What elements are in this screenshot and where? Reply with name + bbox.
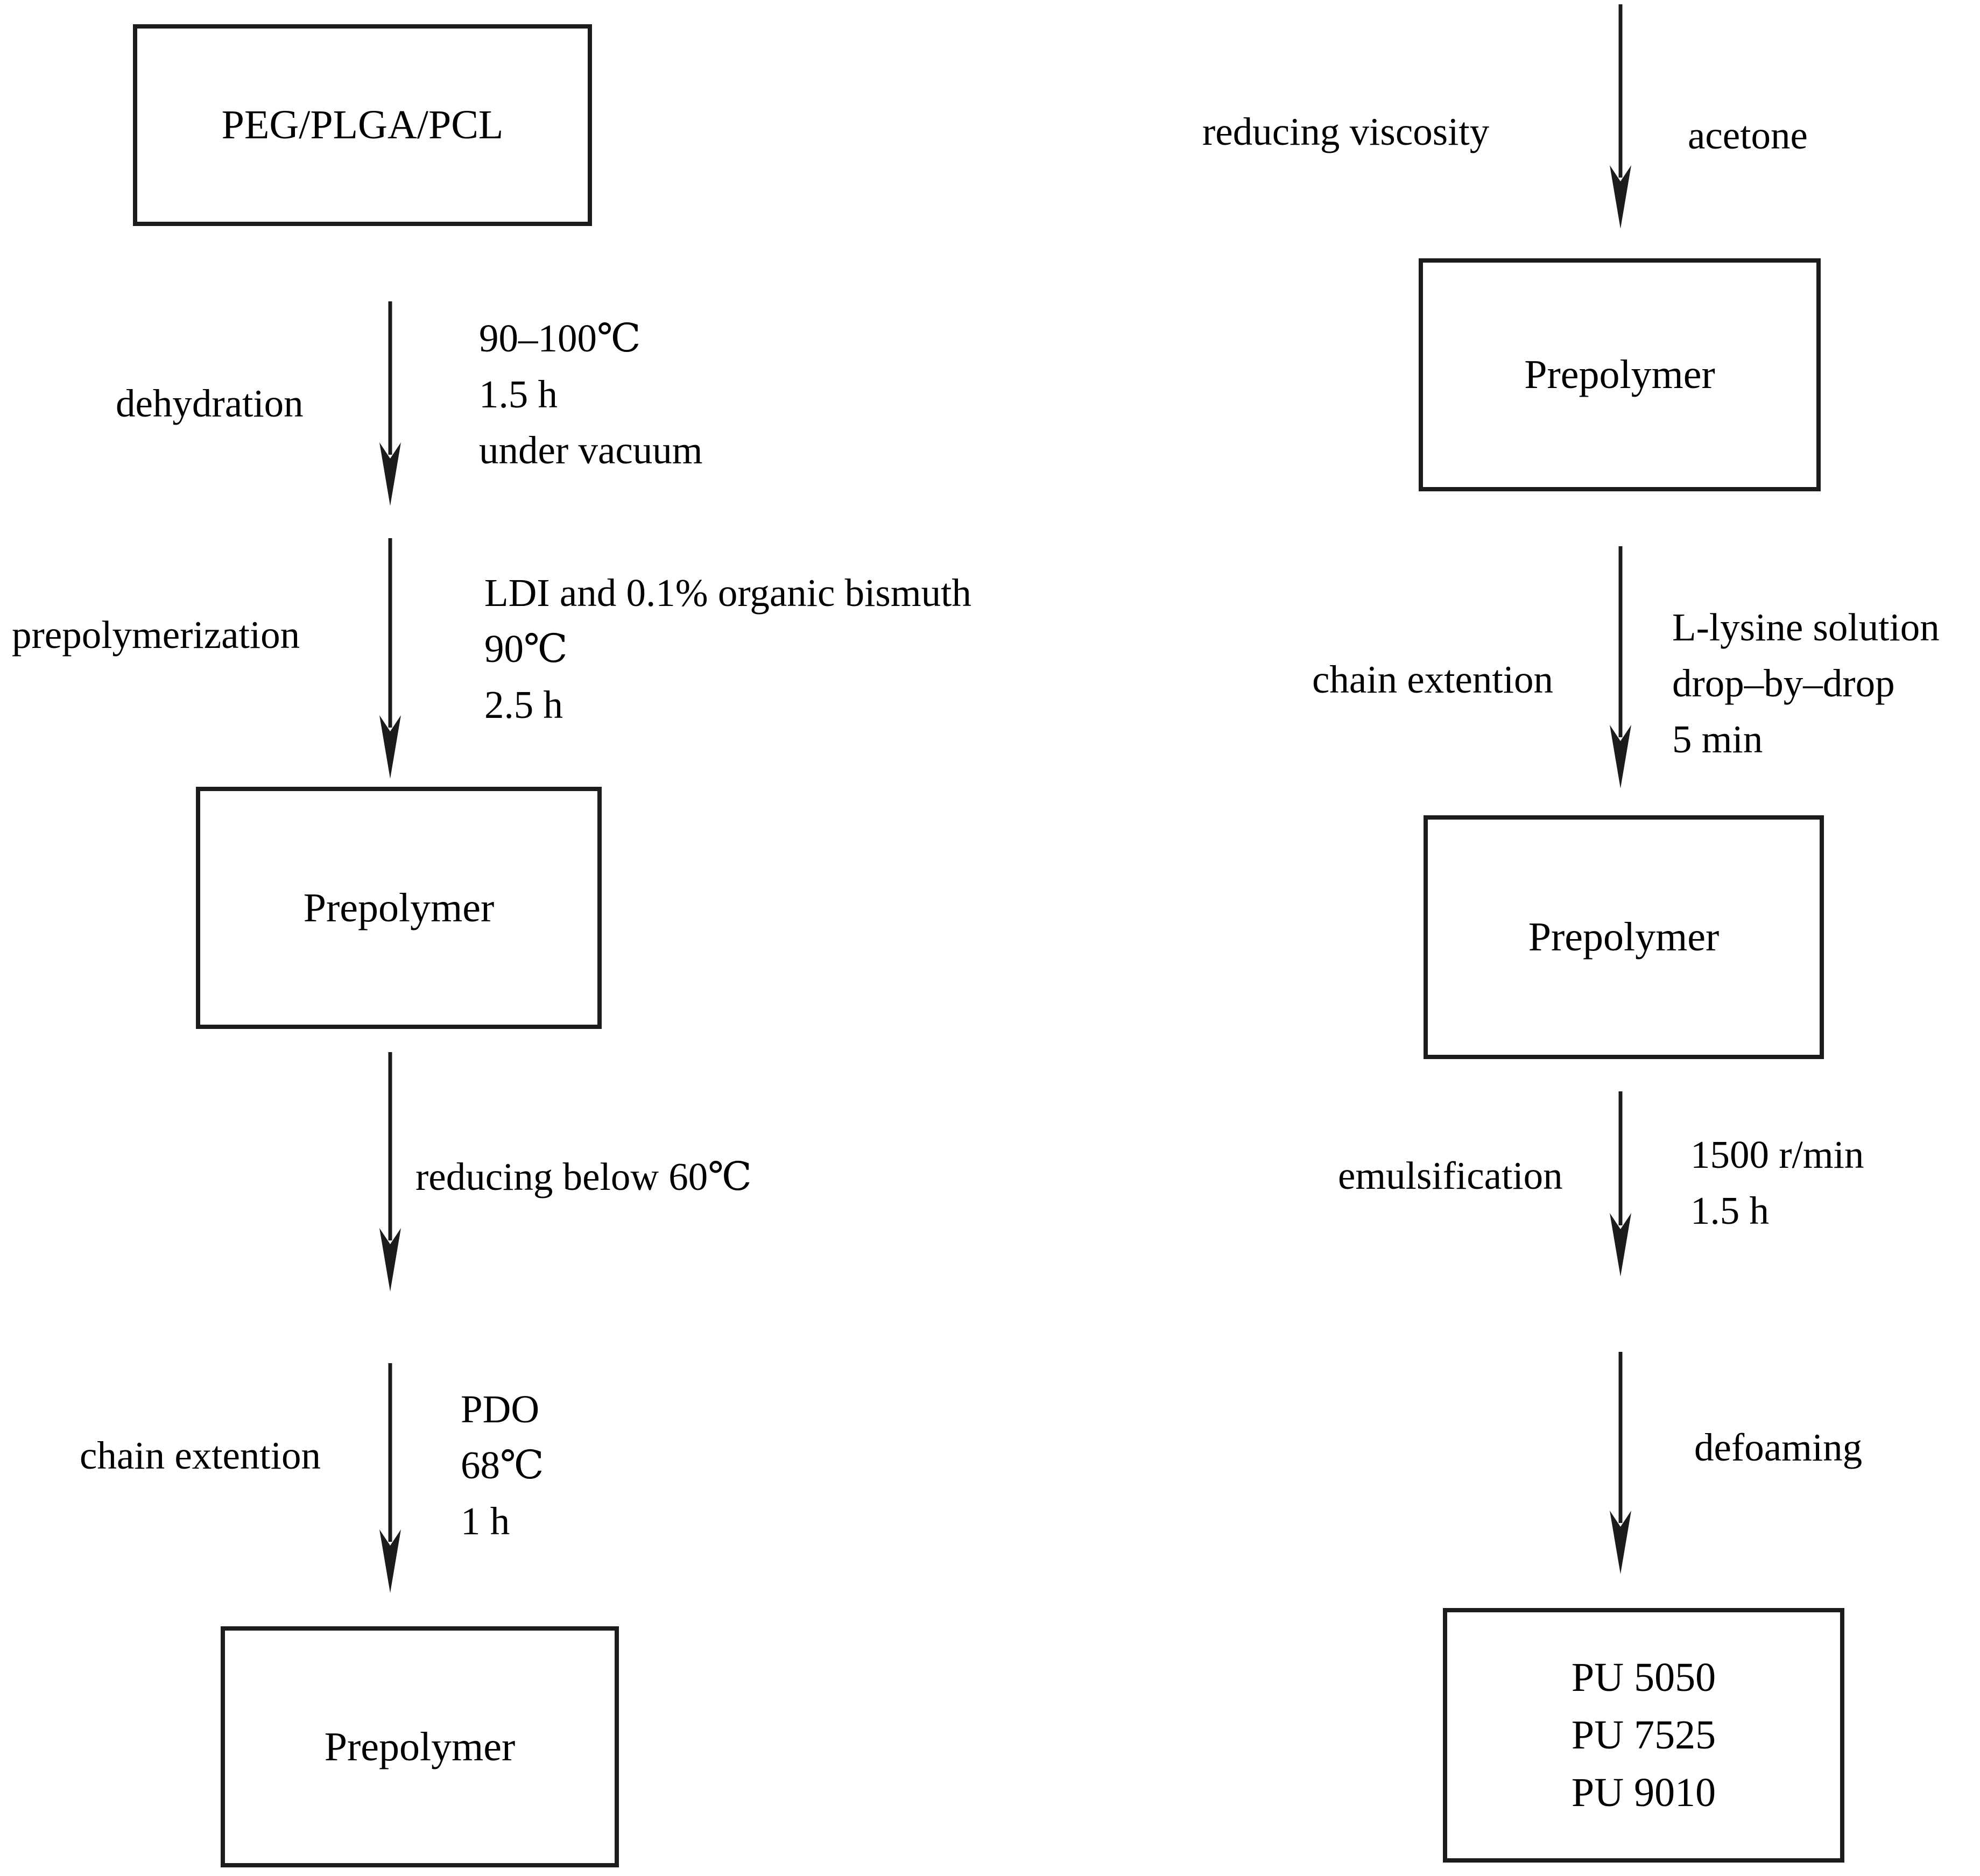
condition-line: PDO [461,1387,540,1431]
flow-arrow-dehydration [378,301,402,506]
flow-arrow-chain-extention-left [378,1363,402,1593]
process-box-prepolymer-right-1: Prepolymer [1419,258,1821,491]
process-box-label: PEG/PLGA/PCL [221,102,504,147]
condition-line: 1 h [461,1499,510,1543]
process-box-label: Prepolymer [1524,352,1715,397]
product-line: PU 5050 [1571,1655,1716,1700]
step-conditions-dehydration: 90–100℃ 1.5 h under vacuum [479,311,703,478]
condition-line: under vacuum [479,428,703,472]
process-box-label: PU 5050 PU 7525 PU 9010 [1572,1649,1716,1822]
condition-line: 68℃ [461,1443,544,1487]
process-box-label: Prepolymer [303,885,495,930]
condition-line: 1.5 h [479,372,558,416]
flow-arrow-emulsification [1609,1091,1632,1276]
step-conditions-reducing-temperature: reducing below 60℃ [415,1149,752,1205]
condition-line: 2.5 h [484,683,563,727]
flow-arrow-reducing-viscosity [1609,4,1632,229]
condition-line: reducing below 60℃ [415,1155,752,1198]
step-label-chain-extention-left: chain extention [80,1434,321,1477]
step-label-chain-extention-right: chain extention [1312,658,1553,701]
step-label-reducing-viscosity: reducing viscosity [1202,110,1490,153]
condition-line: drop–by–drop [1672,661,1895,705]
condition-line: 1500 r/min [1690,1133,1864,1176]
step-conditions-prepolymerization: LDI and 0.1% organic bismuth 90℃ 2.5 h [484,565,971,733]
condition-line: L-lysine solution [1672,605,1940,649]
condition-line: defoaming [1694,1426,1863,1469]
flow-arrow-defoaming [1609,1352,1632,1574]
process-box-pu-products: PU 5050 PU 7525 PU 9010 [1443,1608,1844,1863]
process-box-prepolymer-left-1: Prepolymer [196,787,602,1029]
step-conditions-defoaming: defoaming [1694,1420,1862,1476]
flow-arrow-reducing-temperature [378,1052,402,1292]
process-box-peg-plga-pcl: PEG/PLGA/PCL [133,24,592,226]
process-box-label: Prepolymer [1528,914,1720,960]
condition-line: 1.5 h [1690,1189,1769,1232]
step-label-dehydration: dehydration [116,382,304,425]
product-line: PU 7525 [1571,1712,1716,1758]
condition-line: 90℃ [484,627,568,671]
flow-arrow-chain-extention-right [1609,546,1632,788]
step-conditions-chain-extention-left: PDO 68℃ 1 h [461,1381,544,1549]
flow-arrow-prepolymerization [378,538,402,779]
condition-line: 5 min [1672,717,1763,761]
step-label-prepolymerization: prepolymerization [12,613,300,657]
condition-line: LDI and 0.1% organic bismuth [484,571,971,615]
process-box-prepolymer-left-2: Prepolymer [221,1626,619,1867]
condition-line: acetone [1688,114,1808,157]
step-label-emulsification: emulsification [1338,1154,1563,1197]
process-box-label: Prepolymer [324,1724,516,1769]
step-conditions-reducing-viscosity: acetone [1688,108,1808,164]
process-box-prepolymer-right-2: Prepolymer [1424,815,1824,1059]
condition-line: 90–100℃ [479,316,641,360]
step-conditions-emulsification: 1500 r/min 1.5 h [1690,1127,1864,1239]
product-line: PU 9010 [1571,1770,1716,1815]
step-conditions-chain-extention-right: L-lysine solution drop–by–drop 5 min [1672,600,1940,767]
